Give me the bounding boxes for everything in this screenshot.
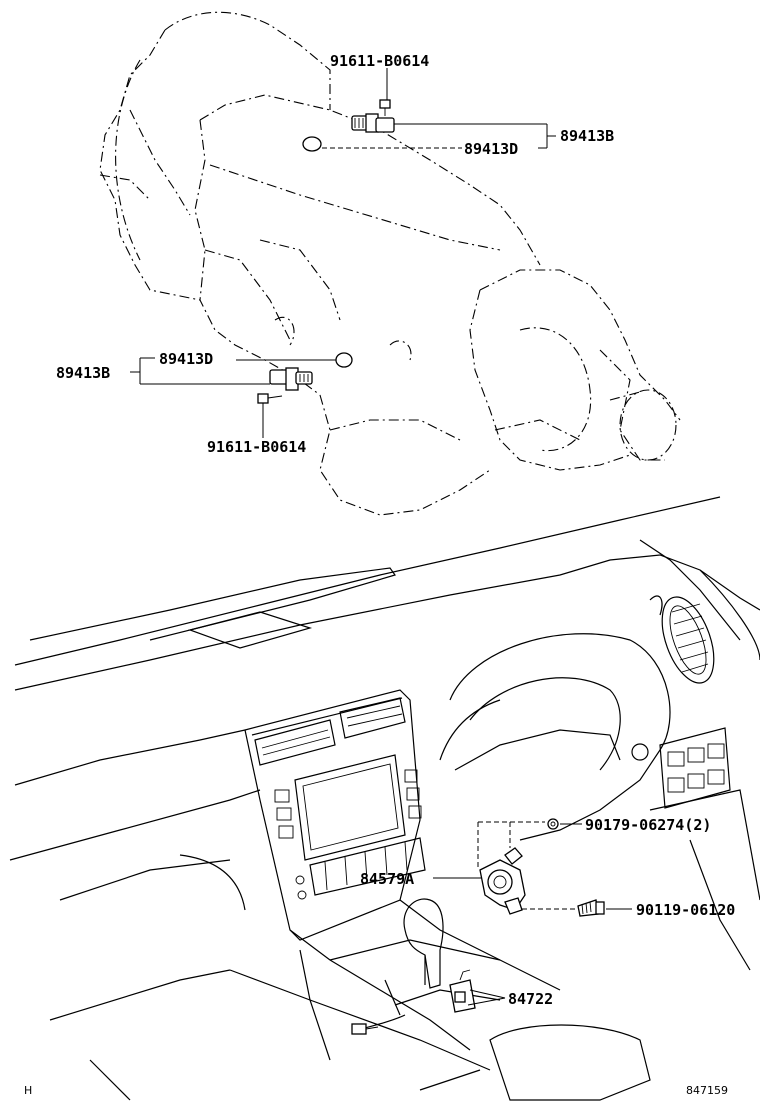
footer-mark: H <box>24 1084 32 1097</box>
upper-speed-sensor <box>351 113 395 133</box>
transmission-assembly <box>99 11 681 516</box>
upper-o-ring <box>302 136 322 152</box>
dashboard-assembly <box>9 496 760 1101</box>
callout-91611-b0614-lower: 91611-B0614 <box>207 438 306 456</box>
clip-fastener <box>547 818 559 830</box>
callout-90179-06274: 90179-06274(2) <box>585 816 711 834</box>
callout-89413d-upper: 89413D <box>464 140 518 158</box>
shift-position-switch <box>449 969 476 1013</box>
lower-bolt <box>257 393 283 404</box>
dash-leaders <box>433 821 632 1006</box>
callout-89413b-lower: 89413B <box>56 364 110 382</box>
upper-bolt <box>379 99 391 116</box>
callout-89413b-upper: 89413B <box>560 127 614 145</box>
callout-84579a: 84579A <box>360 870 414 888</box>
ignition-key-cylinder-bracket <box>479 847 526 915</box>
callout-91611-b0614-upper: 91611-B0614 <box>330 52 429 70</box>
lower-o-ring <box>335 352 353 368</box>
lower-speed-sensor <box>269 367 313 391</box>
lower-leaders <box>130 357 336 438</box>
drawing-number: 847159 <box>686 1084 728 1097</box>
callout-84722: 84722 <box>508 990 553 1008</box>
callout-89413d-lower: 89413D <box>159 350 213 368</box>
callout-90119-06120: 90119-06120 <box>636 901 735 919</box>
screw-fastener <box>577 899 605 917</box>
upper-leaders <box>322 68 556 149</box>
